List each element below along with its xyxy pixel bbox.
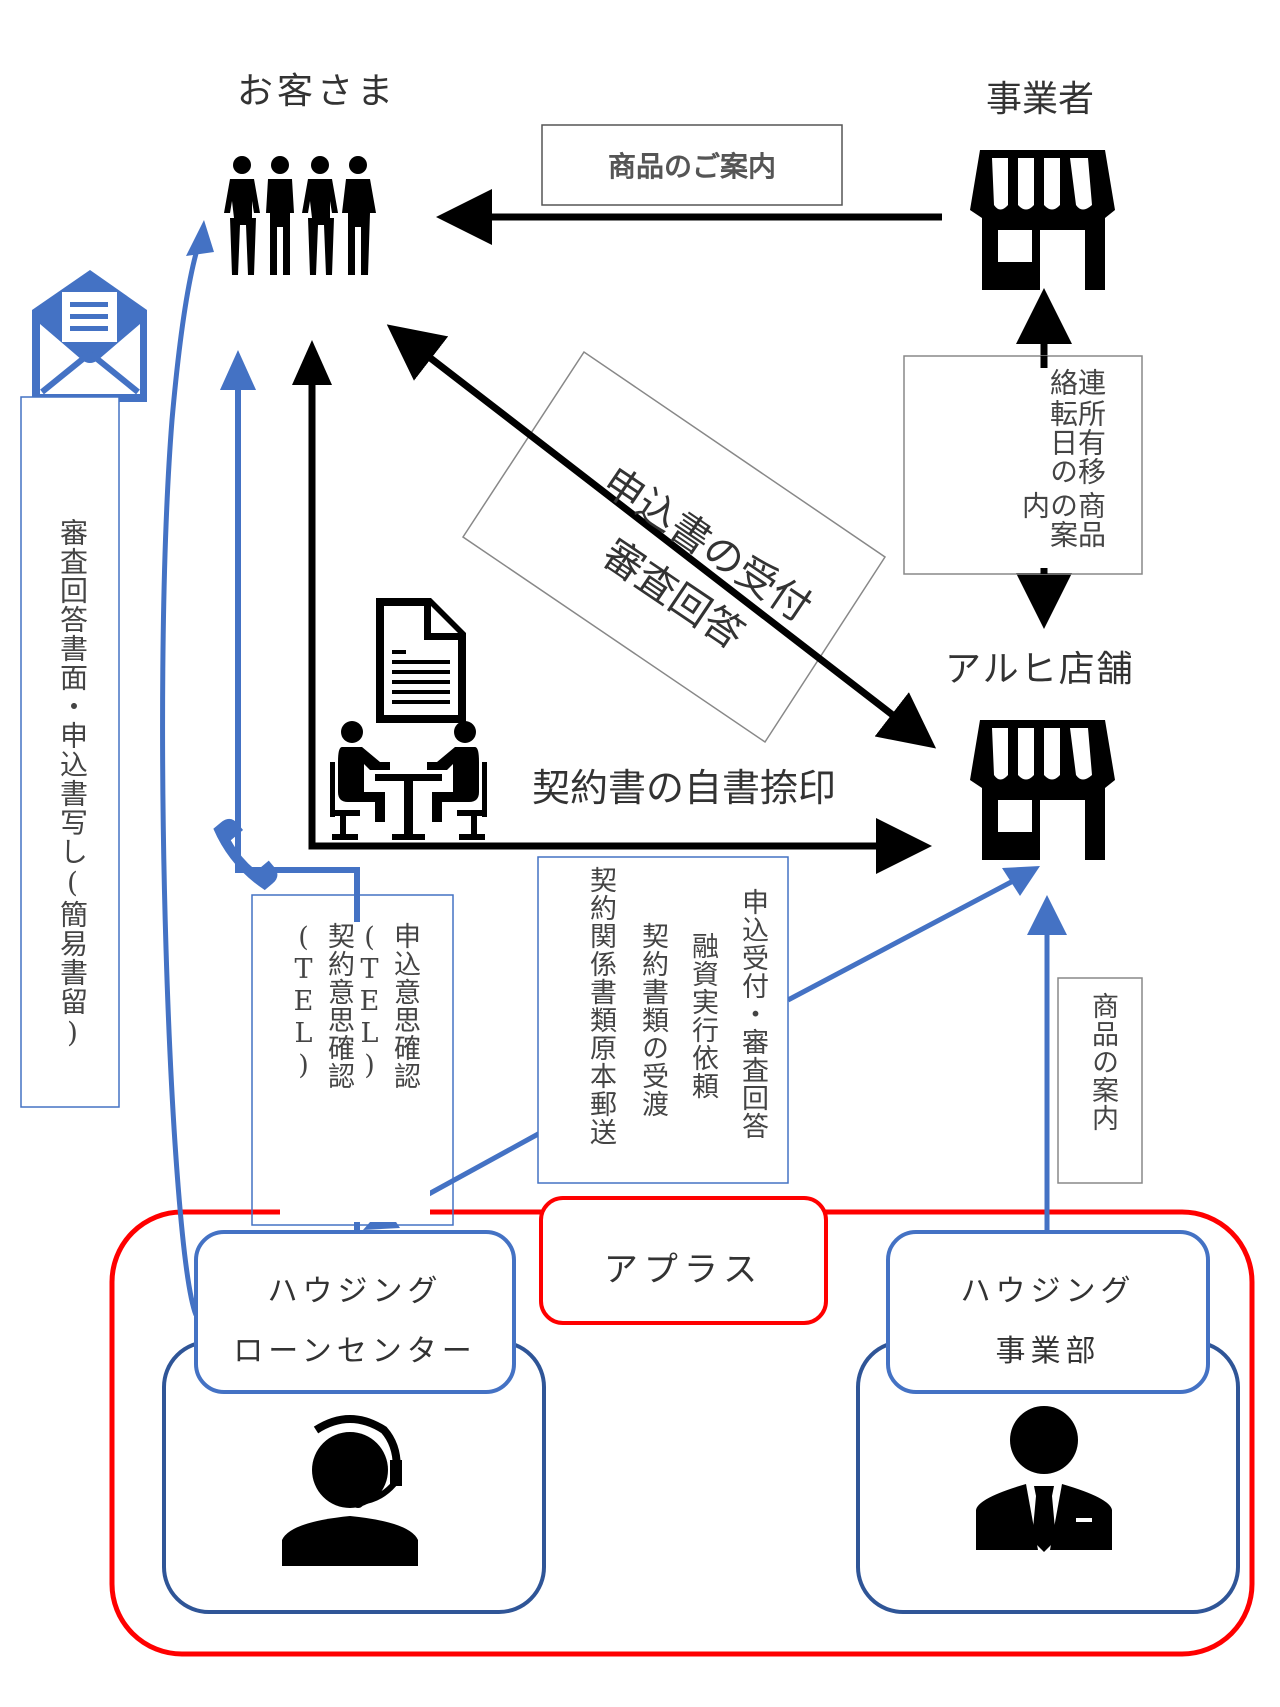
document-icon	[376, 598, 466, 723]
center-label-col1: 申込受付・審査回答	[737, 888, 768, 1140]
business-operator-label: 事業者	[986, 79, 1095, 120]
people-group-icon	[224, 156, 376, 275]
center-label-col4: 契約関係書類原本郵送	[585, 866, 616, 1146]
loancenter-to-aruhi-line	[786, 877, 1017, 1003]
product-intro-label-box	[541, 124, 843, 206]
mail-label-text: 審査回答書面・申込書写し(簡易書留)	[56, 518, 89, 1050]
aplus-label-box	[539, 1196, 828, 1325]
operator-aruhi-label: 商品の案内 所有移転日の 連絡	[920, 368, 1140, 568]
housing-division-label-line1: ハウジング	[960, 1274, 1136, 1309]
tel-label-box	[251, 894, 454, 1226]
mail-curve-arrow	[160, 239, 203, 1316]
housing-division-label-line2: 事業部	[995, 1334, 1101, 1369]
housing-to-aruhi-label-text: 商品の案内	[1087, 992, 1118, 1132]
operator-aruhi-label-box	[903, 355, 1143, 575]
loan-center-label-box	[194, 1230, 516, 1394]
tel-label: 申込意思確認(TEL) 契約意思確認(TEL)	[280, 922, 430, 1222]
center-label-col2: 融資実行依頼	[687, 932, 718, 1100]
envelope-icon	[32, 270, 147, 402]
housing-to-aruhi-label: 商品の案内	[1083, 992, 1123, 1172]
businessman-icon	[976, 1406, 1112, 1552]
telephone-icon	[213, 818, 278, 891]
product-intro-label: 商品のご案内	[607, 150, 776, 183]
aplus-label: アプラス	[603, 1250, 764, 1290]
customer-aruhi-diagonal-arrow	[386, 324, 937, 749]
tel-label-col2: 契約意思確認(TEL)	[288, 922, 354, 1090]
aruhi-store-label: アルヒ店舗	[945, 649, 1135, 690]
call-center-operator-icon	[282, 1415, 418, 1566]
housing-division-label-box	[886, 1230, 1210, 1394]
housing-division-label: ハウジング 事業部	[888, 1262, 1208, 1382]
aruhi-storefront-icon	[970, 720, 1115, 860]
mail-label: 審査回答書面・申込書写し(簡易書留)	[52, 518, 92, 1078]
mail-curve-arrow-head	[186, 220, 214, 256]
center-label: 申込受付・審査回答 融資実行依頼 契約書類の受渡 契約関係書類原本郵送	[548, 866, 780, 1176]
operator-aruhi-label-col3: 連絡	[1046, 368, 1107, 397]
aruhi-store-arrow-head-2	[1027, 895, 1067, 935]
operator-storefront-icon	[970, 150, 1115, 290]
aruhi-store-arrow-head-1	[1002, 866, 1040, 896]
loan-center-label-line1: ハウジング	[267, 1274, 443, 1309]
contract-arrow-up-head	[292, 340, 332, 385]
contract-signing-label: 契約書の自書捺印	[532, 766, 837, 810]
customer-label: お客さま	[237, 71, 398, 112]
operator-aruhi-label-col1: 商品の案内	[1018, 491, 1107, 550]
operator-aruhi-label-col2: 所有移転日の	[1046, 398, 1107, 486]
meeting-table-icon	[330, 721, 487, 840]
phone-arrow-head	[220, 350, 256, 390]
loan-center-label-line2: ローンセンター	[233, 1334, 477, 1369]
contract-signing-arrow	[308, 365, 932, 874]
tel-label-col1: 申込意思確認(TEL)	[354, 922, 420, 1090]
center-label-col3: 契約書類の受渡	[637, 922, 668, 1118]
loan-center-label: ハウジング ローンセンター	[196, 1262, 514, 1382]
